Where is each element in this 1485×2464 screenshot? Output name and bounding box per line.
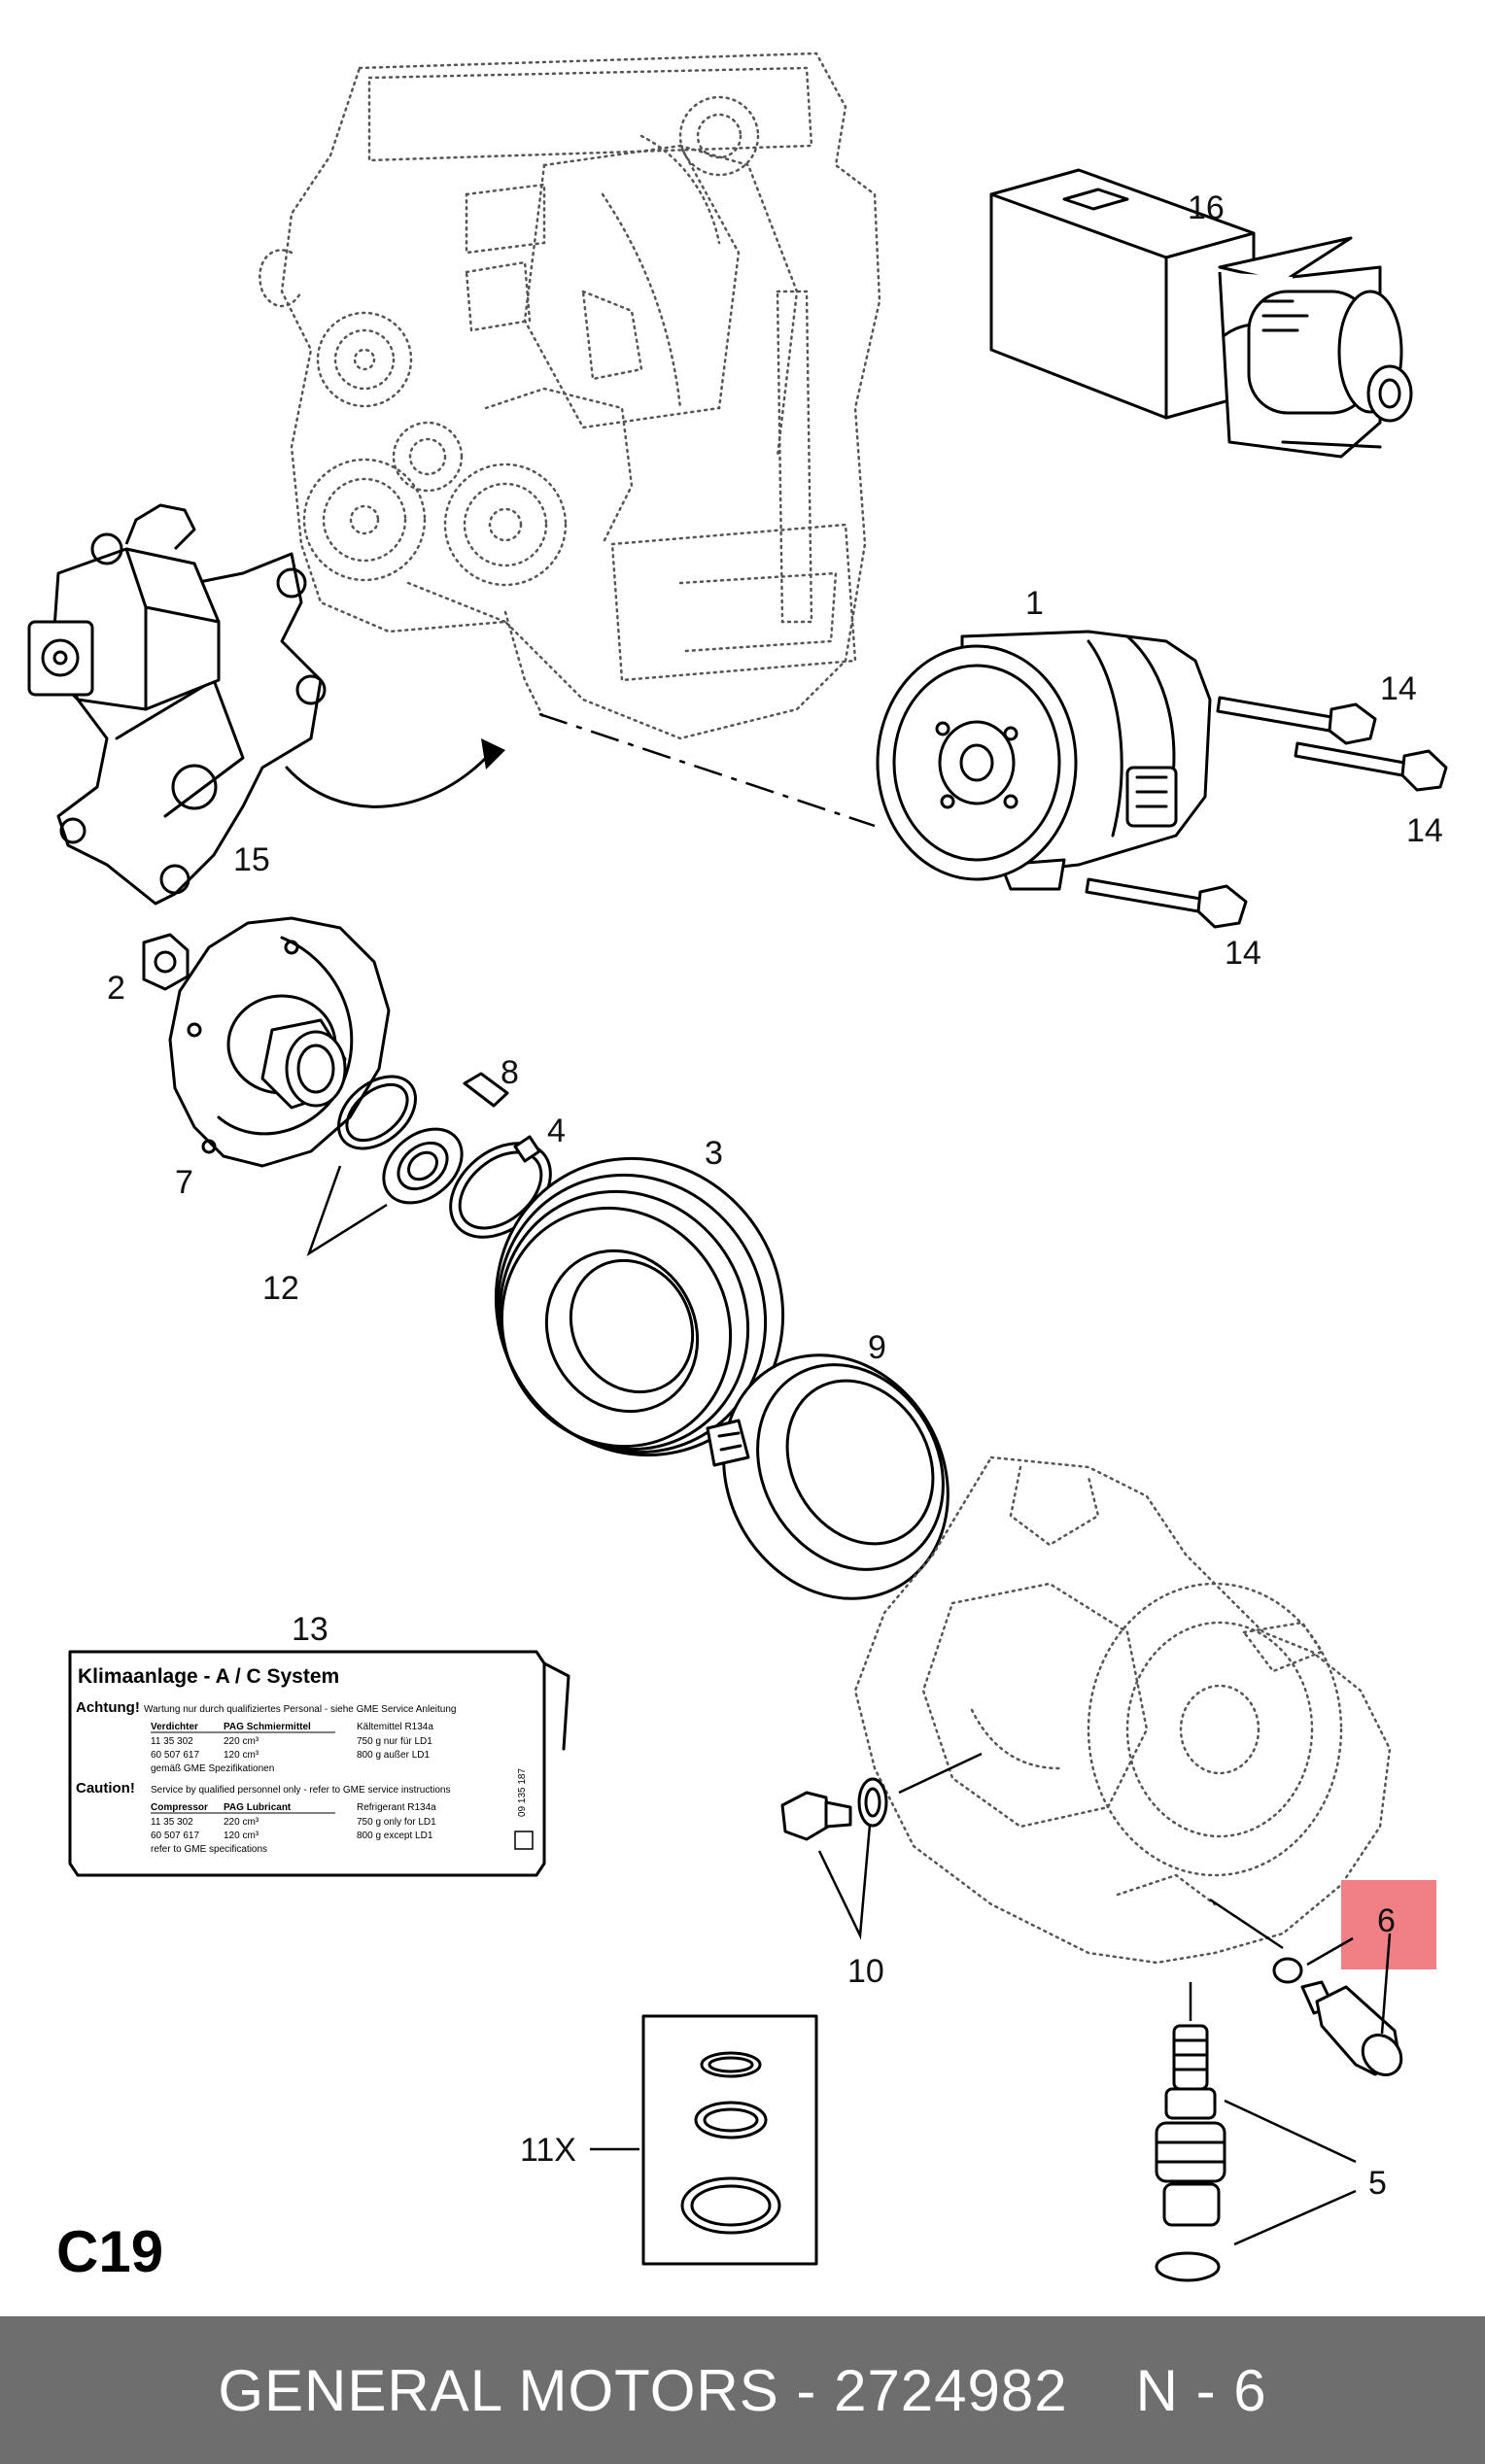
callout-14-a: 14 (1380, 670, 1417, 707)
callout-16: 16 (1188, 189, 1225, 226)
label-13-de-col2: PAG Schmiermittel (224, 1722, 311, 1732)
label-13-de-r2c2: 120 cm³ (224, 1750, 259, 1761)
label-13-de-col1: Verdichter (151, 1722, 198, 1732)
arrow-head (481, 738, 505, 770)
label-13-title: Klimaanlage - A / C System (78, 1665, 339, 1688)
callout-11x: 11X (520, 2132, 576, 2169)
part-5-valve-stack (1155, 1982, 1226, 2282)
label-13-en-r1c3: 750 g only for LD1 (357, 1817, 436, 1828)
callout-6: 6 (1377, 1902, 1396, 1939)
leader-12 (306, 1165, 388, 1256)
label-13-en-note: refer to GME specifications (151, 1844, 267, 1855)
callout-14-c: 14 (1225, 935, 1261, 972)
label-13-en-r2c2: 120 cm³ (224, 1831, 259, 1841)
label-13-en-r2c3: 800 g except LD1 (357, 1831, 433, 1841)
part-12-rings (337, 1075, 464, 1205)
callout-4: 4 (547, 1112, 566, 1149)
callout-8: 8 (501, 1054, 519, 1091)
part-3-pulley (494, 1156, 785, 1457)
callout-5: 5 (1368, 2165, 1387, 2202)
part-6-valve (1272, 1957, 1403, 2076)
part-8-key (463, 1072, 509, 1108)
part-9-coil (706, 1353, 950, 1600)
leader-10 (817, 1824, 872, 1940)
callout-1: 1 (1025, 585, 1044, 622)
callout-10: 10 (847, 1953, 884, 1990)
callout-14-b: 14 (1406, 812, 1443, 849)
leader-valve (1209, 1898, 1284, 1950)
label-13-achtung-text: Wartung nur durch qualifiziertes Persona… (144, 1704, 456, 1715)
leader-plug (898, 1752, 983, 1795)
label-13-de-r1c1: 11 35 302 (151, 1736, 193, 1747)
part-15-bracket (27, 503, 327, 906)
label-13-en-col1: Compressor (151, 1802, 208, 1813)
label-13-side-number: 09 135 187 (517, 1768, 528, 1817)
label-13-de-r1c2: 220 cm³ (224, 1736, 259, 1747)
part-14-bolts (1085, 696, 1448, 929)
leader-6b (1380, 1933, 1392, 2035)
label-13-de-r2c3: 800 g außer LD1 (357, 1750, 430, 1761)
engine-illustration (259, 51, 881, 740)
footer-page: N - 6 (1135, 2357, 1267, 2423)
label-13-de-r2c1: 60 507 617 (151, 1750, 199, 1761)
label-13-en-r1c2: 220 cm³ (224, 1817, 259, 1828)
label-13-de-col3: Kältemittel R134a (357, 1722, 433, 1732)
callout-12: 12 (262, 1270, 299, 1307)
label-13-caution: Caution! (76, 1780, 135, 1797)
part-13-ac-label: Klimaanlage - A / C System Achtung! Wart… (68, 1650, 570, 1877)
part-11x-oring-set (641, 2014, 818, 2266)
callouts: 1 2 3 4 5 6 7 8 9 10 11X 12 13 14 14 14 … (107, 189, 1443, 2202)
arrow-bracket-to-engine (285, 756, 488, 808)
leader-5a (1224, 2099, 1357, 2164)
part-7-clutch-plate (168, 916, 391, 1168)
callout-15: 15 (233, 841, 270, 878)
callout-13: 13 (292, 1611, 328, 1648)
parts-diagram: Klimaanlage - A / C System Achtung! Wart… (27, 51, 1448, 2284)
label-13-en-r1c1: 11 35 302 (151, 1817, 193, 1828)
label-13-caution-text: Service by qualified personnel only - re… (151, 1785, 450, 1796)
leader-5b (1233, 2189, 1357, 2246)
leader-compressor-to-engine (538, 712, 876, 828)
part-2-nut (142, 933, 190, 991)
callout-3: 3 (705, 1135, 723, 1172)
label-13-en-col3: Refrigerant R134a (357, 1802, 436, 1813)
callout-9: 9 (868, 1329, 886, 1366)
part-16-filter-box (989, 168, 1413, 459)
section-code: C19 (56, 2219, 163, 2284)
callout-2: 2 (107, 970, 125, 1007)
leader-6a (1306, 1936, 1354, 1967)
label-13-de-r1c3: 750 g nur für LD1 (357, 1736, 432, 1747)
part-10-plug-washer (780, 1777, 888, 1841)
callout-7: 7 (175, 1164, 193, 1201)
label-13-en-r2c1: 60 507 617 (151, 1831, 199, 1841)
label-13-achtung: Achtung! (76, 1699, 140, 1716)
label-13-en-col2: PAG Lubricant (224, 1802, 292, 1813)
label-13-de-note: gemäß GME Spezifikationen (151, 1763, 274, 1774)
part-1-compressor (876, 630, 1212, 891)
footer-bar: GENERAL MOTORS - 2724982 N - 6 (0, 2316, 1485, 2464)
footer-brand-part: GENERAL MOTORS - 2724982 (218, 2357, 1068, 2423)
compressor-dotted-illustration (853, 1455, 1392, 1965)
